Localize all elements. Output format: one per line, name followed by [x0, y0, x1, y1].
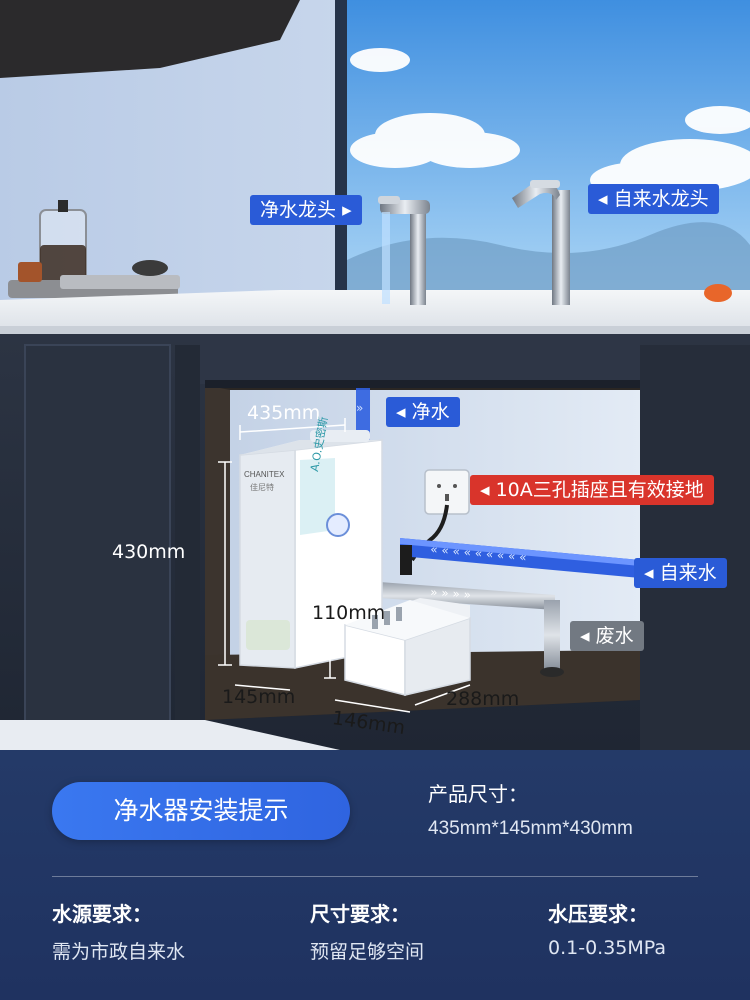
installation-scene: » « « « « « « « « « » » » »: [0, 0, 750, 750]
device-brand: CHANITEX: [244, 470, 285, 479]
upper-cabinet: [0, 0, 300, 78]
water-purifier: [239, 430, 383, 669]
requirement-size: 尺寸要求： 预留足够空间: [310, 902, 425, 963]
svg-text:» » » »: » » » »: [430, 585, 472, 602]
arrow-left-icon: ◂: [480, 479, 496, 501]
device-brand-cn: 佳尼特: [250, 483, 274, 492]
dim-depth: 145mm: [222, 686, 296, 708]
tap-water-label: ◂ 自来水: [634, 558, 727, 588]
product-size-value: 435mm*145mm*430mm: [428, 818, 633, 839]
svg-text:»: »: [356, 401, 363, 415]
tap-water-faucet-label: ◂ 自来水龙头: [588, 184, 719, 214]
install-tips-panel: 净水器安装提示 产品尺寸： 435mm*145mm*430mm 水源要求： 需为…: [0, 750, 750, 1000]
tap-water-faucet: [512, 180, 570, 305]
install-tips-heading: 净水器安装提示: [52, 782, 350, 840]
product-size-title: 产品尺寸：: [428, 782, 528, 806]
pure-water-faucet-label: 净水龙头 ▸: [250, 195, 362, 225]
divider: [52, 876, 698, 877]
arrow-left-icon: ◂: [396, 401, 412, 423]
clouds: [350, 48, 750, 198]
dimension-lines: [218, 418, 471, 713]
pure-water-faucet: [378, 196, 430, 305]
countertop: [0, 290, 750, 330]
arrow-right-icon: ▸: [342, 199, 352, 221]
requirement-water-source: 水源要求： 需为市政自来水: [52, 902, 186, 963]
counter-decor: [8, 200, 180, 298]
tap-water-pipe: « « « « « « « « «: [400, 538, 640, 578]
arrow-left-icon: ◂: [598, 188, 614, 210]
dim-box-width: 288mm: [446, 688, 520, 710]
dim-width-top: 435mm: [247, 402, 321, 424]
dim-box-height: 110mm: [312, 602, 386, 624]
requirement-pressure: 水压要求： 0.1-0.35MPa: [548, 902, 667, 959]
waste-water-label: ◂ 废水: [570, 621, 644, 651]
kitchen-illustration: » « « « « « « « « « » » » »: [0, 0, 750, 750]
waste-water-pipe: » » » »: [380, 582, 564, 677]
socket-label: ◂ 10A三孔插座且有效接地: [470, 475, 714, 505]
arrow-left-icon: ◂: [644, 562, 660, 584]
dim-height: 430mm: [112, 541, 186, 563]
pure-water-label: ◂ 净水: [386, 397, 460, 427]
booster-box: [344, 598, 471, 696]
arrow-left-icon: ◂: [580, 625, 596, 647]
